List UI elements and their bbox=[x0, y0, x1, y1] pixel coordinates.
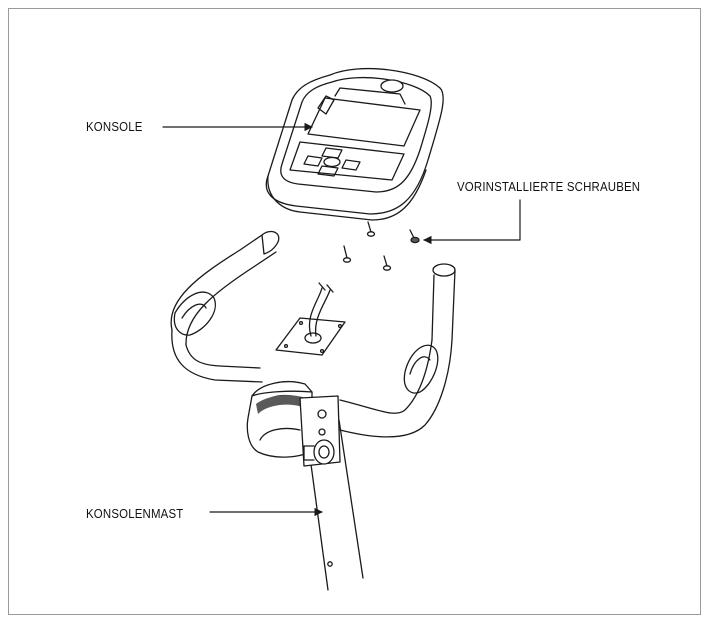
screw-1 bbox=[342, 245, 352, 263]
leader-screws bbox=[423, 199, 521, 245]
leader-lines bbox=[162, 122, 521, 517]
label-console-mast: KONSOLENMAST bbox=[86, 506, 184, 521]
label-console: KONSOLE bbox=[86, 119, 143, 134]
handlebar-clamp bbox=[246, 381, 341, 467]
handlebar bbox=[170, 230, 456, 438]
diagram-frame bbox=[8, 8, 701, 615]
screw-2 bbox=[366, 221, 376, 237]
label-preinstalled-screws: VORINSTALLIERTE SCHRAUBEN bbox=[457, 179, 641, 194]
screws bbox=[342, 221, 420, 271]
screw-4 bbox=[409, 229, 420, 244]
console bbox=[265, 67, 444, 221]
mounting-plate bbox=[275, 282, 346, 356]
screw-3 bbox=[382, 255, 392, 271]
